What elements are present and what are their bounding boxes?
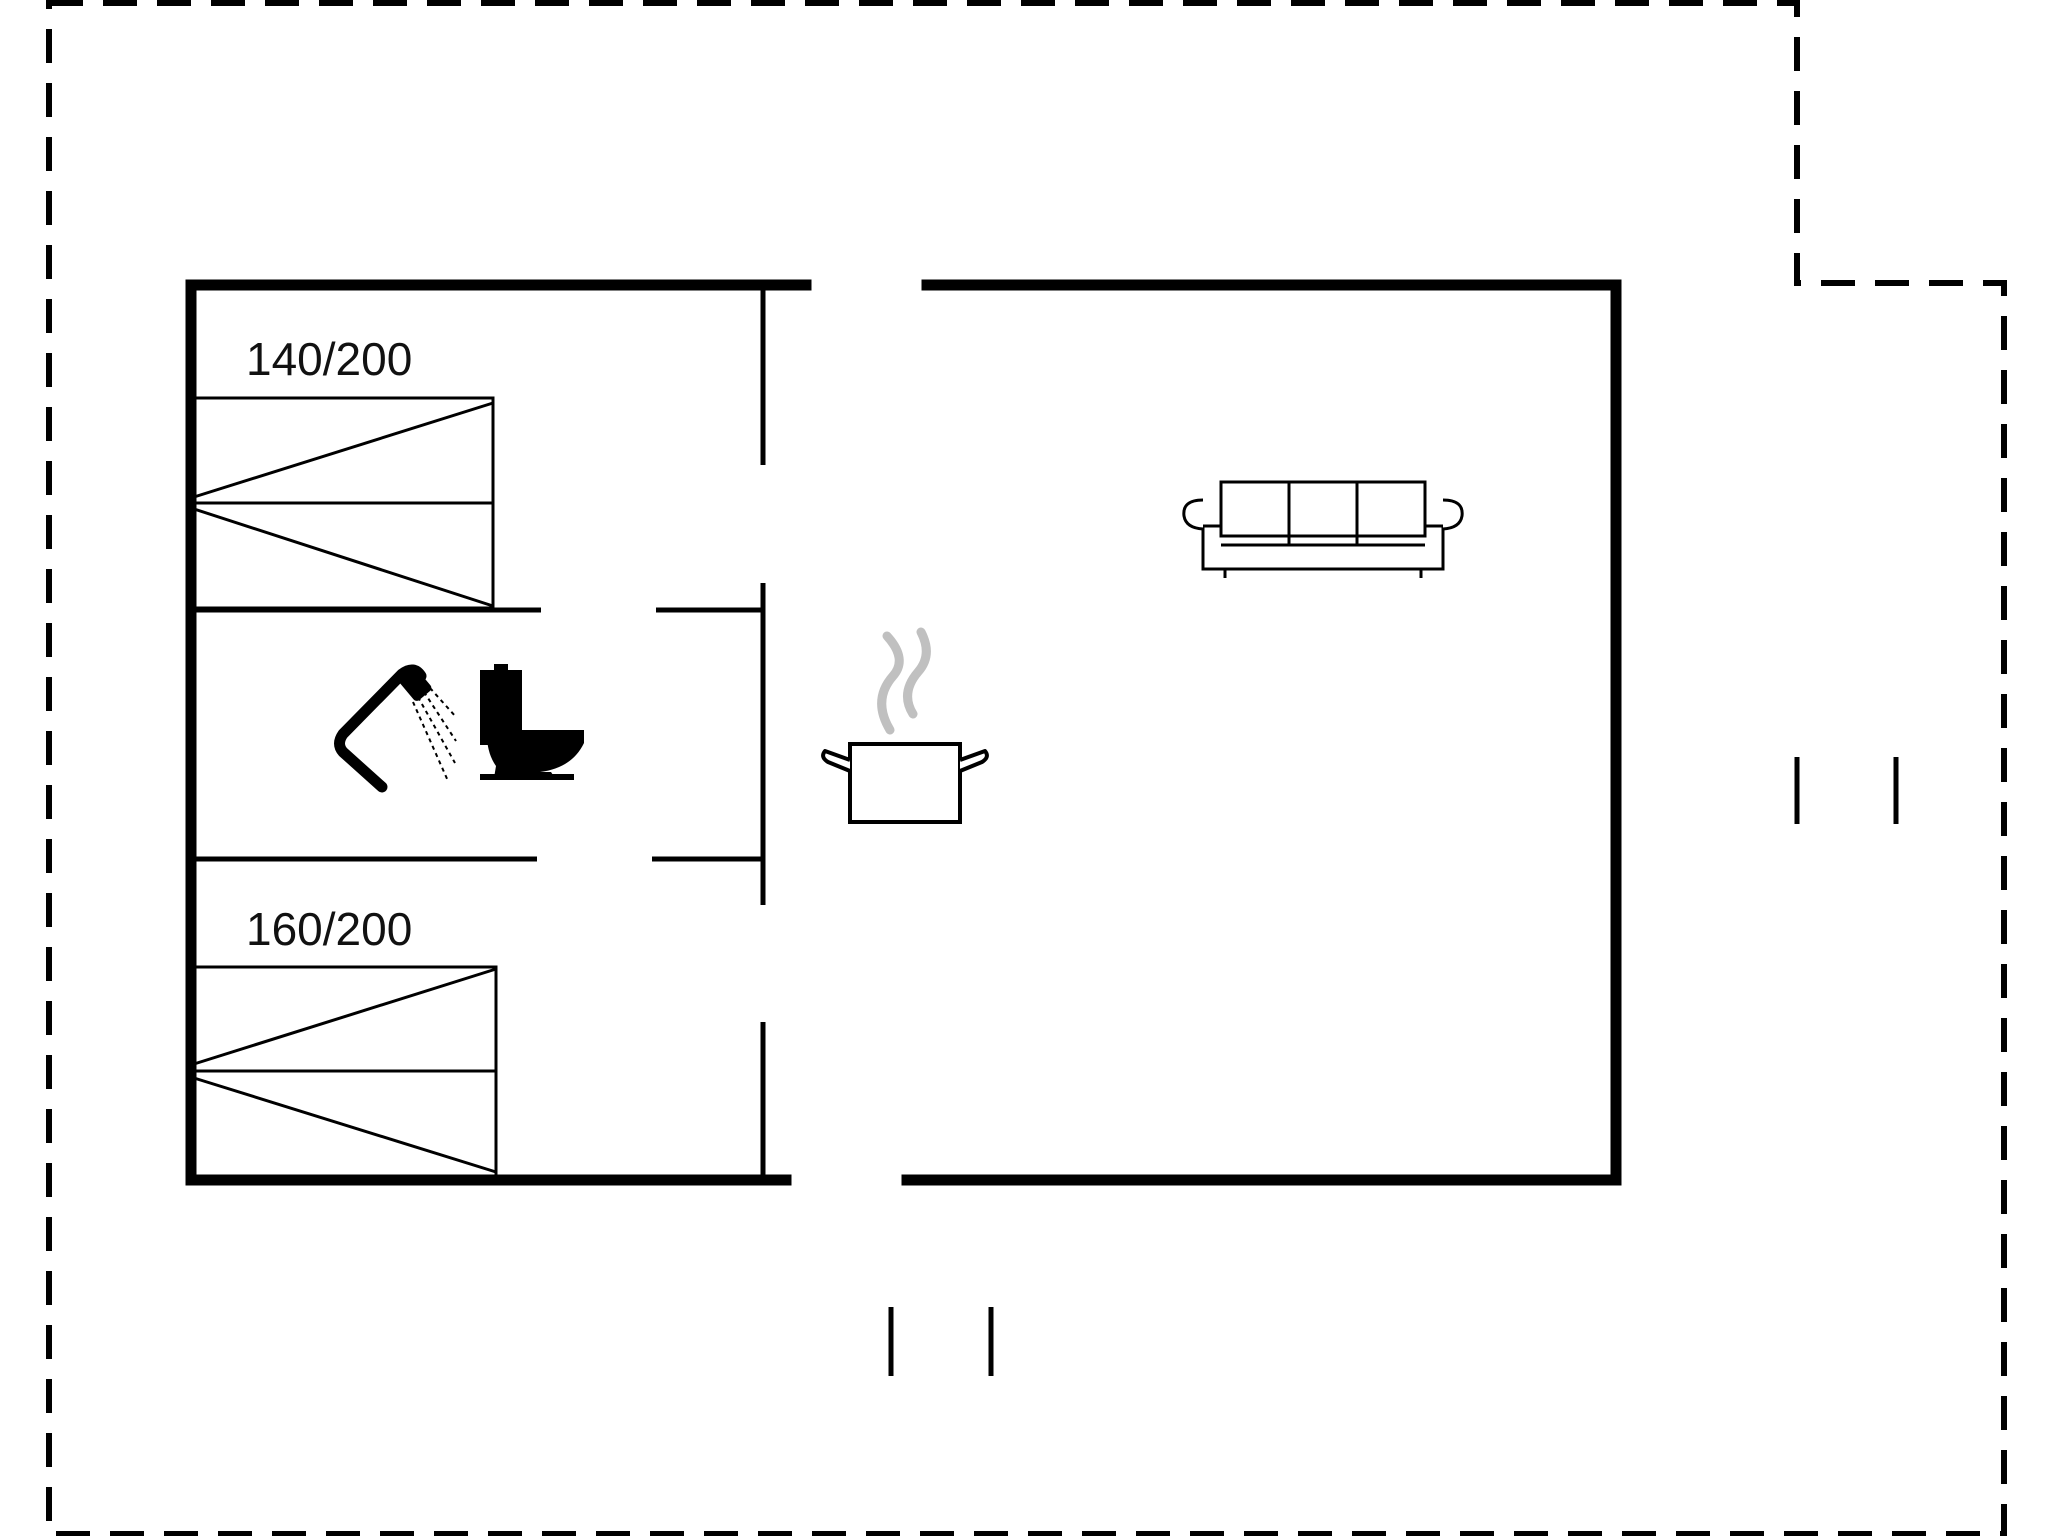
exterior-walls bbox=[185, 279, 1622, 1186]
sofa-arm-right bbox=[1442, 498, 1464, 531]
steam bbox=[877, 631, 904, 735]
double-bed-icon bbox=[192, 965, 498, 1178]
pot-handle-right bbox=[959, 749, 989, 773]
toilet-bowl bbox=[486, 730, 584, 778]
wall-top-left bbox=[185, 279, 812, 1186]
toilet-icon bbox=[480, 664, 584, 780]
sofa-arm-left bbox=[1182, 498, 1204, 531]
shower-water bbox=[412, 687, 457, 782]
pot-body bbox=[848, 742, 962, 824]
cooking-pot-icon bbox=[821, 627, 989, 824]
bed-pillow-line bbox=[193, 1076, 497, 1174]
steam bbox=[903, 627, 931, 719]
toilet-tank-button bbox=[494, 664, 508, 672]
shower-icon bbox=[334, 664, 457, 793]
bed-size-label: 140/200 bbox=[246, 333, 412, 385]
bed-size-label: 160/200 bbox=[246, 903, 412, 955]
sofa-icon bbox=[1182, 480, 1464, 578]
bed-pillow-line bbox=[193, 507, 494, 608]
bed-pillow-line bbox=[193, 401, 494, 499]
sofa-back bbox=[1219, 480, 1427, 538]
interior-walls bbox=[194, 290, 1899, 1376]
pot-handle-left bbox=[821, 749, 851, 773]
terrace-outline bbox=[46, 0, 2007, 1536]
shower-head bbox=[398, 667, 432, 701]
bed-pillow-line bbox=[193, 967, 497, 1066]
wall-top-right bbox=[901, 279, 1622, 1186]
double-bed-icon bbox=[192, 396, 495, 610]
toilet-base bbox=[480, 774, 574, 780]
